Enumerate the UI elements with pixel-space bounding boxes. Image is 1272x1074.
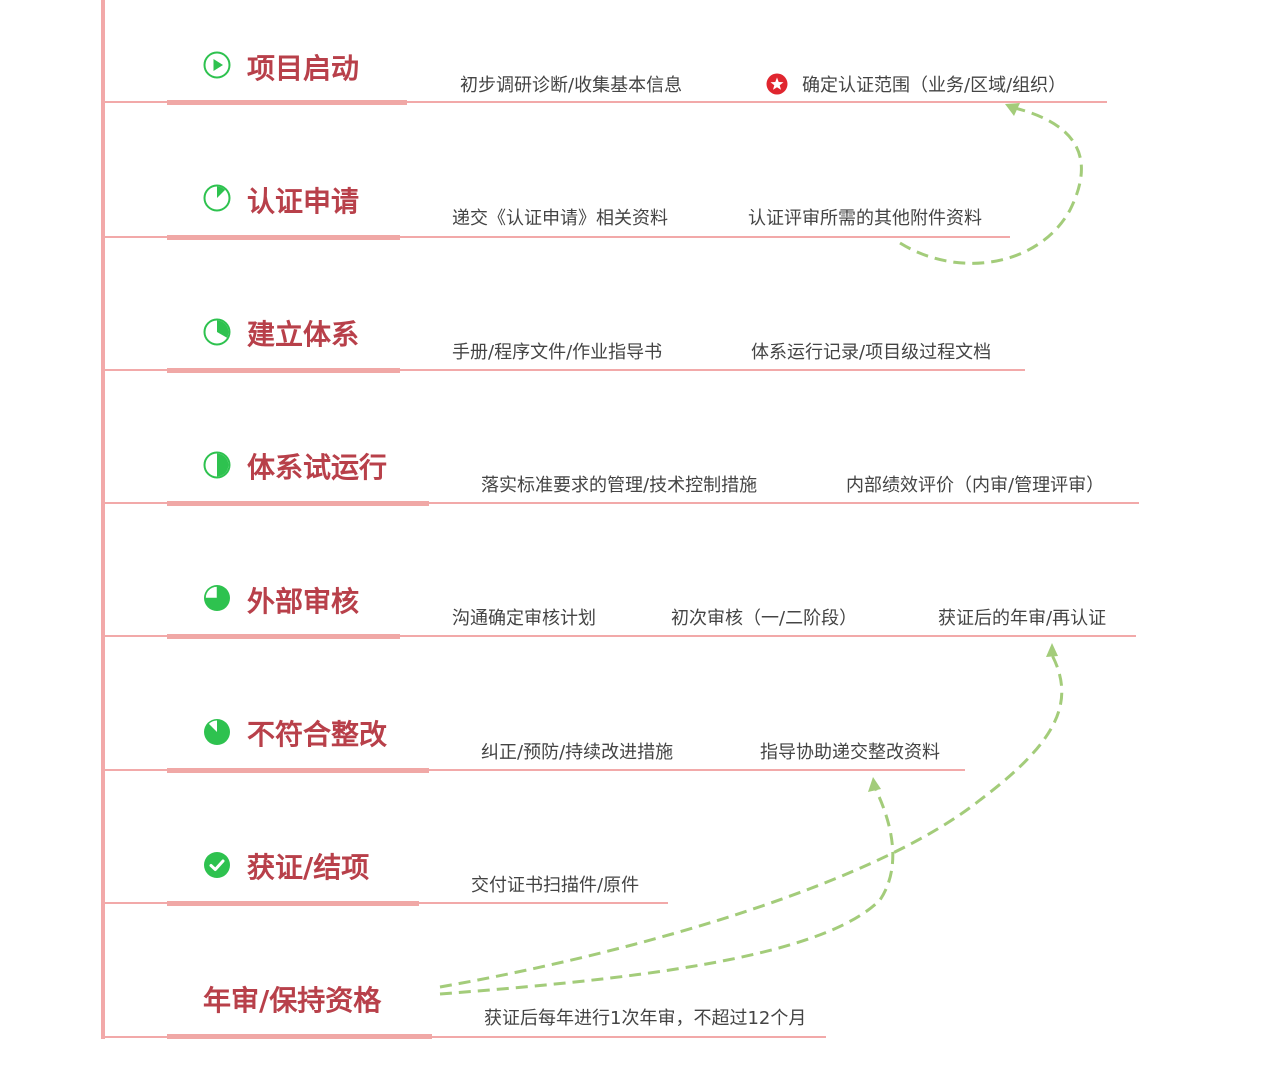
stage-item: 落实标准要求的管理/技术控制措施 <box>481 475 758 496</box>
timeline-vertical-line <box>101 0 105 1039</box>
progress-pie-7-8-icon <box>204 719 230 745</box>
stage-item: 指导协助递交整改资料 <box>760 742 940 763</box>
stage-title: 外部审核 <box>247 585 360 618</box>
stage-title-underline <box>167 1034 432 1039</box>
stage-item: 获证后的年审/再认证 <box>938 608 1107 629</box>
stage-title: 不符合整改 <box>247 718 388 751</box>
stage-underline <box>103 236 1010 238</box>
check-circle-icon <box>204 852 230 878</box>
stage-item: 获证后每年进行1次年审，不超过12个月 <box>484 1008 807 1029</box>
arrowhead-icon <box>868 777 881 792</box>
stage-item: 初次审核（一/二阶段） <box>671 608 858 629</box>
stage-underline <box>103 369 1025 371</box>
stage-title-underline <box>167 634 400 639</box>
stage-underline <box>103 502 1139 504</box>
progress-pie-1-3-icon <box>203 318 231 346</box>
stage-item: 内部绩效评价（内审/管理评审） <box>846 475 1105 496</box>
stage-title: 项目启动 <box>247 52 360 85</box>
stage-item: 确定认证范围（业务/区域/组织） <box>802 75 1067 96</box>
arrowhead-icon <box>1005 103 1020 116</box>
stage-title-underline <box>167 235 400 240</box>
stage-item: 交付证书扫描件/原件 <box>471 875 640 896</box>
stage-item: 递交《认证申请》相关资料 <box>452 208 668 229</box>
stage-item: 手册/程序文件/作业指导书 <box>452 342 663 363</box>
stage-title: 年审/保持资格 <box>203 984 382 1017</box>
stage-title-underline <box>167 768 429 773</box>
play-circle-icon <box>203 51 231 79</box>
stage-title-underline <box>167 368 400 373</box>
stage-item: 认证评审所需的其他附件资料 <box>748 208 982 229</box>
progress-pie-1-2-icon <box>203 451 231 479</box>
stage-underline <box>103 635 1136 637</box>
star-badge-icon <box>766 73 788 95</box>
stage-title: 建立体系 <box>247 318 360 351</box>
stage-title: 获证/结项 <box>247 851 370 884</box>
arrow-curve-to-recertification <box>439 654 1064 989</box>
arrow-curve-to-scope <box>899 106 1083 265</box>
stage-title: 体系试运行 <box>247 451 388 484</box>
stage-title-underline <box>167 901 419 906</box>
stage-item: 纠正/预防/持续改进措施 <box>481 742 674 763</box>
stage-title: 认证申请 <box>247 185 360 218</box>
stage-underline <box>103 101 1107 103</box>
stage-item: 初步调研诊断/收集基本信息 <box>460 75 683 96</box>
arrowhead-icon <box>1046 643 1058 657</box>
stage-underline <box>103 1036 826 1038</box>
stage-item: 体系运行记录/项目级过程文档 <box>751 342 992 363</box>
progress-pie-3-4-icon <box>204 585 230 611</box>
stage-title-underline <box>167 100 407 105</box>
progress-pie-1-8-icon <box>203 184 231 212</box>
stage-title-underline <box>167 501 429 506</box>
stage-item: 沟通确定审核计划 <box>452 608 596 629</box>
